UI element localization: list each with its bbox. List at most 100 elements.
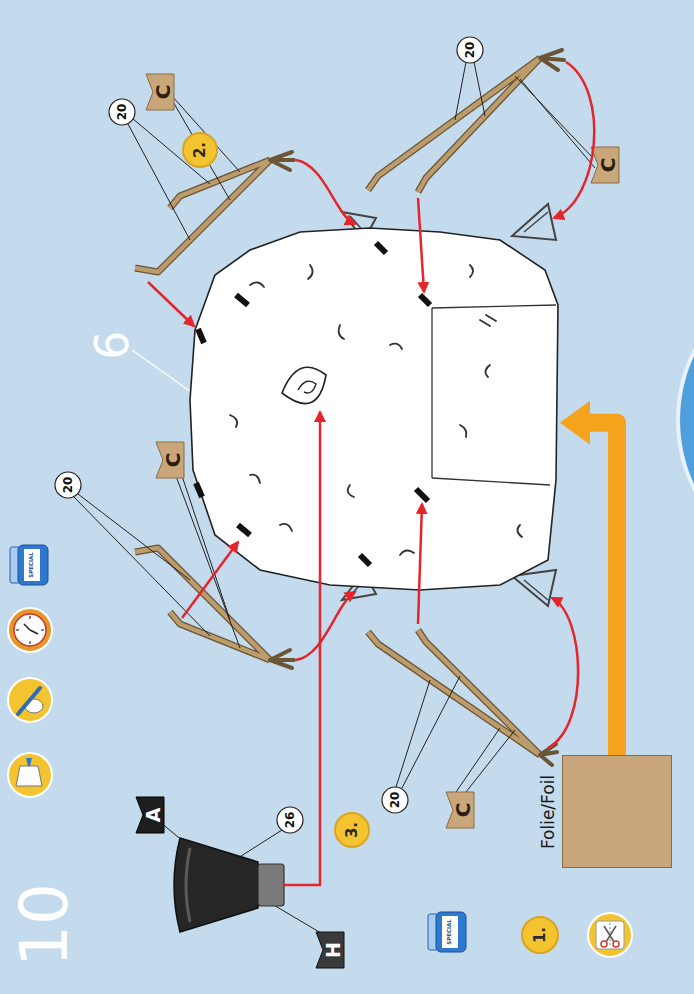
callout-number: 20 <box>116 104 128 121</box>
leader-line <box>396 676 515 792</box>
lander-body: 6 <box>190 225 560 591</box>
foil-body-shape <box>190 228 558 590</box>
assembly-arrow <box>182 542 238 618</box>
foil-wrinkle <box>517 525 522 537</box>
glue-pot-band <box>24 549 40 581</box>
clock-face <box>14 614 46 646</box>
scissors-blade <box>604 926 614 942</box>
cut-icon-sheet <box>596 921 624 949</box>
clock-tick <box>29 616 30 619</box>
clock-tick <box>41 629 44 630</box>
clock-icon <box>8 608 52 652</box>
clock-hand <box>30 630 38 634</box>
clock-tick <box>16 629 19 630</box>
glue-tab <box>238 525 250 535</box>
callout-number: 20 <box>62 477 74 494</box>
corner-disc <box>676 296 694 544</box>
leader-line <box>160 822 326 936</box>
assembly-arrow <box>284 412 320 885</box>
foil-wrinkle <box>400 550 414 555</box>
glue-bottle <box>16 766 42 786</box>
callout-number: 26 <box>284 812 296 829</box>
leg-strut <box>135 548 270 660</box>
assembly-arrow <box>548 598 578 748</box>
foil-wrinkle <box>339 325 344 339</box>
step-badge <box>335 813 369 847</box>
panel-edge <box>432 478 550 485</box>
scissors-blade <box>606 926 616 942</box>
glue-tab <box>420 295 430 305</box>
leg-strut-outline <box>368 630 540 755</box>
cut-icon <box>588 913 632 957</box>
callout-circle <box>277 807 303 833</box>
callout-number: 20 <box>464 42 476 59</box>
sheet-flag <box>136 797 164 833</box>
clock-hand <box>24 624 30 630</box>
sheet-flag <box>146 74 174 110</box>
glue-pot <box>436 912 466 952</box>
assembly-arrow <box>554 62 594 218</box>
assembly-arrow <box>296 592 355 660</box>
glue-pot-band <box>442 916 458 948</box>
sheet-letter: C <box>598 158 618 173</box>
scissors-handle <box>613 941 619 947</box>
leg-fork <box>270 152 294 170</box>
foil-wrinkle <box>308 265 313 279</box>
step-badge-text: 2. <box>193 142 208 158</box>
assembly-arrow <box>418 198 424 292</box>
leg-strut-outline <box>368 58 540 192</box>
glue-bottle-tip <box>26 758 32 766</box>
sheet-letter: C <box>453 803 473 818</box>
foil-wrinkle <box>485 365 490 377</box>
glue-icon <box>8 753 52 797</box>
body-outline <box>190 225 560 591</box>
step-badge <box>522 917 558 953</box>
foot-frame <box>524 580 548 600</box>
foil-wrinkle <box>470 265 473 277</box>
scissors-handle <box>601 941 607 947</box>
connector-group <box>590 423 617 755</box>
sheet-letter: C <box>153 85 173 100</box>
part-label: Folie/Foil <box>540 775 557 849</box>
part-number: 6 <box>89 330 135 359</box>
panel-edge <box>431 308 432 478</box>
sheet-letter: C <box>163 453 183 468</box>
glue-tab <box>416 489 428 501</box>
foil-wrinkle <box>230 415 237 427</box>
foil-wrinkle <box>480 320 490 326</box>
sheet-flag <box>316 932 344 968</box>
step-badge <box>183 133 217 167</box>
glue-tab <box>376 243 386 253</box>
leg-fork <box>270 650 294 668</box>
foil-wrinkle <box>280 524 292 531</box>
assembly-arrow <box>148 282 194 326</box>
step-badge-text: 1. <box>533 927 548 943</box>
leader-line <box>128 96 240 240</box>
sheet-flag <box>446 792 474 828</box>
glue-tab <box>236 295 248 305</box>
foil-wrinkle <box>348 485 354 497</box>
brand-text: SPECIAL <box>29 552 35 578</box>
leg-strut-outline <box>135 548 270 660</box>
nozzle-mount-detail <box>298 381 316 393</box>
assembly-arrow <box>418 504 422 624</box>
nozzle-mount <box>282 367 326 403</box>
step-badge-text: 3. <box>345 822 360 838</box>
leg-fork <box>540 744 557 765</box>
foil-wrinkle <box>460 425 466 437</box>
glue-pot <box>18 545 48 585</box>
sheet-letter: A <box>144 808 163 823</box>
brush-icon <box>8 678 52 722</box>
panel-edge <box>432 305 556 308</box>
foil-wrinkle <box>486 315 496 321</box>
sheet-letter: H <box>324 942 343 958</box>
glue-tab <box>360 555 370 565</box>
foil-wrinkle <box>390 344 402 349</box>
nozzle-highlight <box>186 848 190 922</box>
flow-arrow <box>590 423 617 755</box>
leg-fork <box>540 50 564 70</box>
